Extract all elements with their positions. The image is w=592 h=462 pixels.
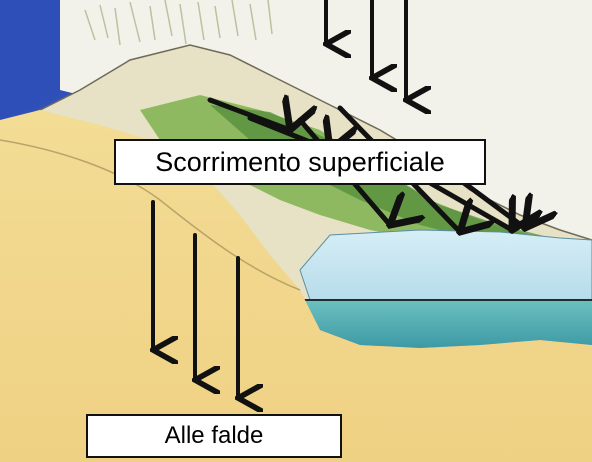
aquifer-label: Alle falde xyxy=(86,414,342,458)
soil-contour xyxy=(0,139,301,291)
left-blue-edge xyxy=(0,0,60,120)
rain-arrows xyxy=(326,0,406,100)
rain-texture xyxy=(84,0,273,46)
groundwater-layer xyxy=(300,300,592,348)
lake xyxy=(299,229,592,301)
infiltration-arrows xyxy=(153,200,238,398)
surface-runoff-label: Scorrimento superficiale xyxy=(114,139,486,185)
soil xyxy=(0,110,592,462)
